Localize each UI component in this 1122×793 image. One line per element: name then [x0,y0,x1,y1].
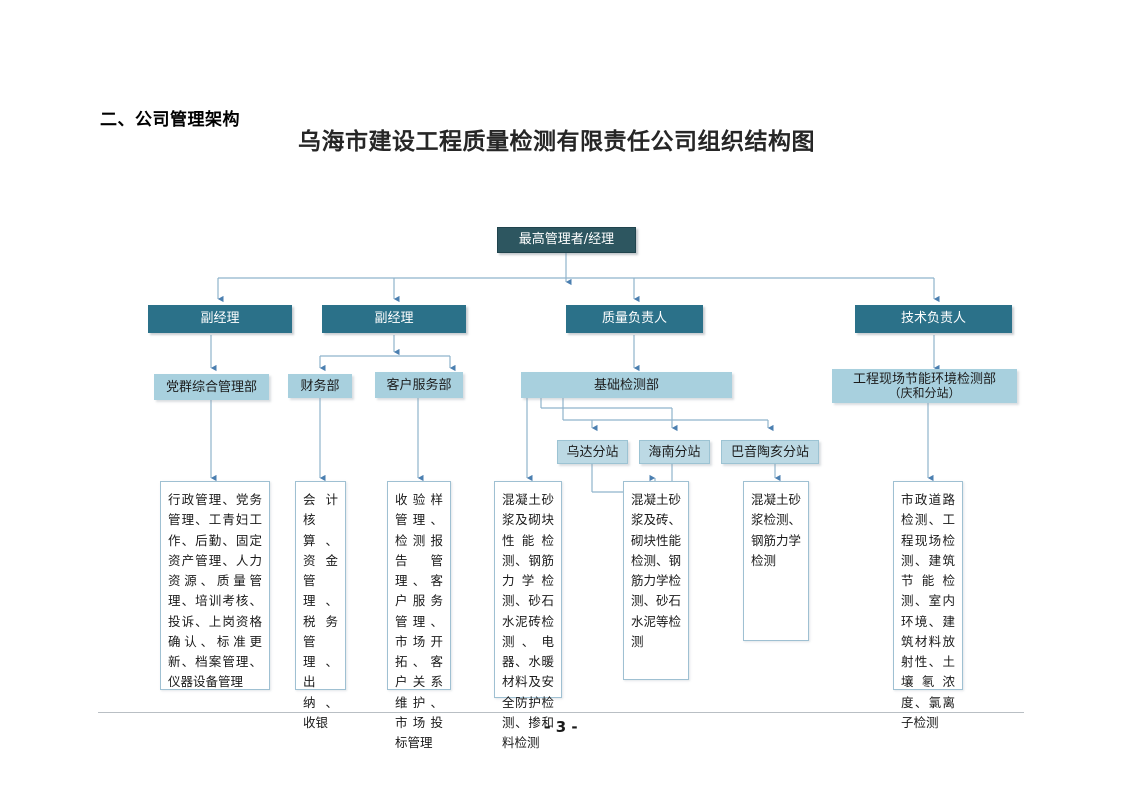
node-dept-customer-service[interactable]: 客户服务部 [375,372,463,398]
detail-box-customer-service: 收验样管理、检测报告管理、客户服务管理、市场开拓、客户关系维护、市场投标管理 [387,481,451,750]
node-top-manager-label: 最高管理者/经理 [518,231,615,247]
node-dept-party-admin[interactable]: 党群综合管理部 [154,374,269,400]
detail-box-wuda-hainan: 混凝土砂浆及砖、砌块性能检测、钢筋力学检测、砂石水泥等检测 [623,481,689,680]
node-substation-wuda[interactable]: 乌达分站 [557,440,628,464]
detail-box-onsite-energy-env: 市政道路检测、工程现场检测、建筑节能检测、室内环境、建筑材料放射性、土壤氡浓度、… [893,481,963,730]
detail-box-onsite-energy-env-text: 市政道路检测、工程现场检测、建筑节能检测、室内环境、建筑材料放射性、土壤氡浓度、… [901,493,955,730]
footer-divider [98,712,1024,713]
node-dept-basic-testing-label: 基础检测部 [593,376,659,392]
node-dept-party-admin-label: 党群综合管理部 [165,378,257,394]
node-dept-onsite-energy-env-label: 工程现场节能环境检测部 [852,370,996,386]
node-substation-bayintaohai[interactable]: 巴音陶亥分站 [721,440,819,464]
node-quality-officer[interactable]: 质量负责人 [566,305,703,333]
node-dept-onsite-energy-env[interactable]: 工程现场节能环境检测部 （庆和分站） [832,369,1017,403]
node-deputy-manager-2[interactable]: 副经理 [322,305,466,333]
node-technical-officer[interactable]: 技术负责人 [855,305,1012,333]
node-deputy-manager-1-label: 副经理 [200,310,240,326]
node-top-manager[interactable]: 最高管理者/经理 [497,227,636,253]
detail-box-finance: 会计核算、资金管理、税务管理、出纳、收银 [295,481,346,730]
detail-box-basic-testing-text: 混凝土砂浆及砌块性能检测、钢筋力学检测、砂石水泥砖检测、电器、水暖材料及安全防护… [502,493,554,750]
node-dept-basic-testing[interactable]: 基础检测部 [521,372,732,398]
node-deputy-manager-1[interactable]: 副经理 [148,305,292,333]
detail-box-party-admin: 行政管理、党务管理、工青妇工作、后勤、固定资产管理、人力资源、质量管理、培训考核… [160,481,270,690]
detail-box-bayintaohai-text: 混凝土砂浆检测、钢筋力学检测 [751,493,802,568]
node-deputy-manager-2-label: 副经理 [374,310,414,326]
node-dept-onsite-energy-env-sublabel: （庆和分站） [888,385,961,400]
node-substation-wuda-label: 乌达分站 [566,443,619,459]
node-quality-officer-label: 质量负责人 [601,310,667,326]
detail-box-finance-text: 会计核算、资金管理、税务管理、出纳、收银 [303,493,338,730]
detail-box-customer-service-text: 收验样管理、检测报告管理、客户服务管理、市场开拓、客户关系维护、市场投标管理 [395,493,443,750]
page-number: - 3 - [544,718,578,736]
node-substation-hainan[interactable]: 海南分站 [639,440,710,464]
node-technical-officer-label: 技术负责人 [900,310,966,326]
node-substation-hainan-label: 海南分站 [648,443,701,459]
detail-box-party-admin-text: 行政管理、党务管理、工青妇工作、后勤、固定资产管理、人力资源、质量管理、培训考核… [168,493,262,690]
detail-box-basic-testing: 混凝土砂浆及砌块性能检测、钢筋力学检测、砂石水泥砖检测、电器、水暖材料及安全防护… [494,481,562,750]
detail-box-bayintaohai: 混凝土砂浆检测、钢筋力学检测 [743,481,809,641]
node-dept-finance[interactable]: 财务部 [288,374,352,398]
section-heading: 二、公司管理架构 [100,110,240,130]
chart-title: 乌海市建设工程质量检测有限责任公司组织结构图 [298,129,815,154]
node-substation-bayintaohai-label: 巴音陶亥分站 [730,443,809,459]
detail-box-wuda-hainan-text: 混凝土砂浆及砖、砌块性能检测、钢筋力学检测、砂石水泥等检测 [631,493,682,649]
node-dept-finance-label: 财务部 [300,377,340,393]
node-dept-customer-service-label: 客户服务部 [386,376,452,392]
